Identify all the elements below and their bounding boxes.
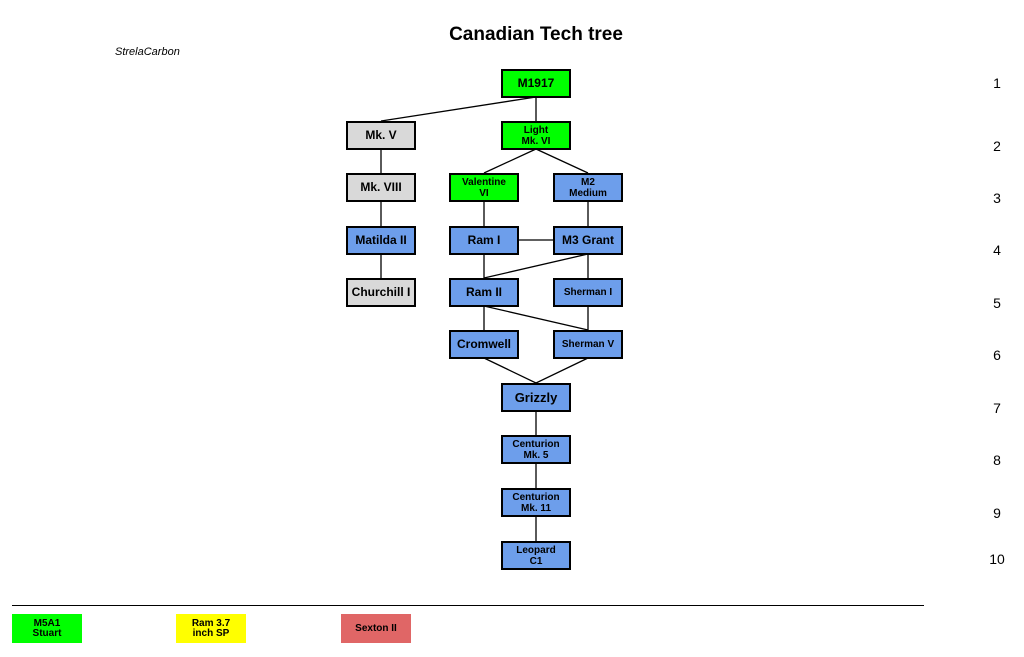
tier-label-1: 1 bbox=[993, 75, 1001, 91]
node-light-mk-vi[interactable]: Light Mk. VI bbox=[501, 121, 571, 150]
tier-label-4: 4 bbox=[993, 242, 1001, 258]
special-m5a1-stuart[interactable]: M5A1 Stuart bbox=[12, 614, 82, 643]
page-title: Canadian Tech tree bbox=[449, 24, 623, 45]
node-sherman-v[interactable]: Sherman V bbox=[553, 330, 623, 359]
edge-ramii-shermanv bbox=[483, 305, 589, 331]
edge-m3grant-ramii bbox=[483, 253, 589, 279]
tier-label-6: 6 bbox=[993, 347, 1001, 363]
node-churchill-i[interactable]: Churchill I bbox=[346, 278, 416, 307]
tier-label-9: 9 bbox=[993, 505, 1001, 521]
divider-line bbox=[12, 605, 924, 606]
tier-label-5: 5 bbox=[993, 295, 1001, 311]
node-centurion-mk5[interactable]: Centurion Mk. 5 bbox=[501, 435, 571, 464]
node-m2-medium[interactable]: M2 Medium bbox=[553, 173, 623, 202]
edge-lightmkvi-m2 bbox=[535, 148, 589, 174]
node-valentine-vi[interactable]: Valentine VI bbox=[449, 173, 519, 202]
tier-label-8: 8 bbox=[993, 452, 1001, 468]
node-mk-viii[interactable]: Mk. VIII bbox=[346, 173, 416, 202]
edge-lightmkvi-valentine bbox=[483, 148, 537, 174]
node-centurion-mk11[interactable]: Centurion Mk. 11 bbox=[501, 488, 571, 517]
node-grizzly[interactable]: Grizzly bbox=[501, 383, 571, 412]
special-ram-37-sp[interactable]: Ram 3.7 inch SP bbox=[176, 614, 246, 643]
tier-label-7: 7 bbox=[993, 400, 1001, 416]
node-m3-grant[interactable]: M3 Grant bbox=[553, 226, 623, 255]
node-mk-v[interactable]: Mk. V bbox=[346, 121, 416, 150]
node-ram-ii[interactable]: Ram II bbox=[449, 278, 519, 307]
edge-cromwell-grizzly bbox=[483, 357, 537, 384]
tier-label-2: 2 bbox=[993, 138, 1001, 154]
special-sexton-ii[interactable]: Sexton II bbox=[341, 614, 411, 643]
node-m1917[interactable]: M1917 bbox=[501, 69, 571, 98]
node-matilda-ii[interactable]: Matilda II bbox=[346, 226, 416, 255]
node-ram-i[interactable]: Ram I bbox=[449, 226, 519, 255]
tier-label-10: 10 bbox=[989, 551, 1005, 567]
author-credit: StrelaCarbon bbox=[115, 46, 180, 58]
node-cromwell[interactable]: Cromwell bbox=[449, 330, 519, 359]
node-leopard-c1[interactable]: Leopard C1 bbox=[501, 541, 571, 570]
node-sherman-i[interactable]: Sherman I bbox=[553, 278, 623, 307]
tier-label-3: 3 bbox=[993, 190, 1001, 206]
edge-shermanv-grizzly bbox=[535, 357, 589, 384]
edge-m1917-mkv bbox=[380, 96, 537, 122]
